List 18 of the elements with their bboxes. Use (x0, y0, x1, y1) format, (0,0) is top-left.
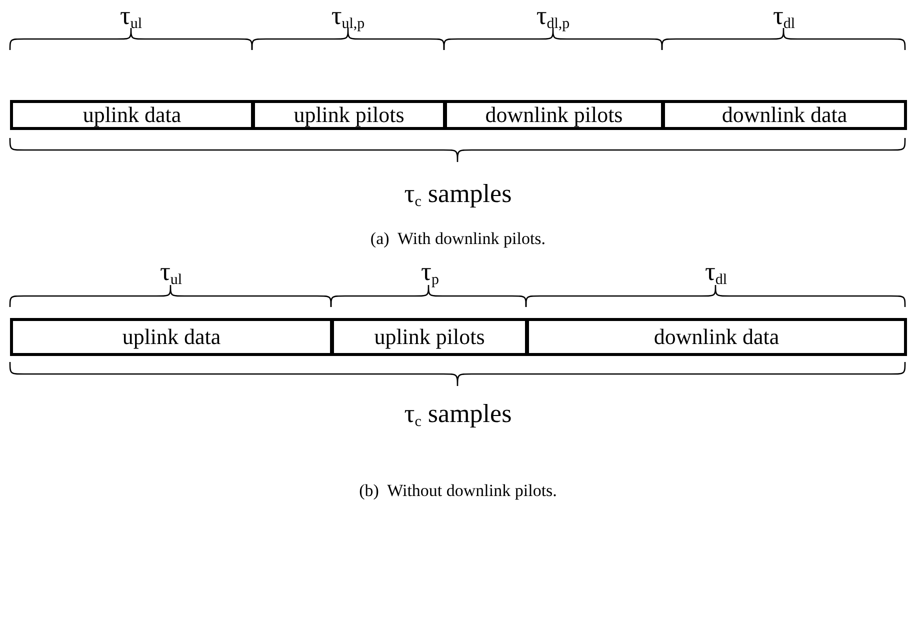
symbol-label: τ$_{ul}$ (120, 0, 142, 32)
subfigure-caption: (a) With downlink pilots. (370, 228, 546, 250)
frame-segment: uplink data (10, 100, 254, 130)
symbol-label: τ$_{c}$ samples (404, 178, 512, 210)
symbol-label: τ$_{dl}$ (704, 256, 728, 288)
symbol-label: τ$_{ul}$ (160, 256, 182, 288)
subfigure-caption: (b) Without downlink pilots. (359, 480, 557, 502)
frame-segment: uplink pilots (331, 318, 528, 356)
frame-segment: downlink data (662, 100, 907, 130)
frame-segment: uplink pilots (252, 100, 446, 130)
symbol-label: τ$_{p}$ (421, 256, 439, 288)
symbol-label: τ$_{dl,p}$ (536, 0, 570, 32)
symbol-label: τ$_{ul,p}$ (331, 0, 365, 32)
symbol-label: τ$_{c}$ samples (404, 398, 512, 430)
frame-segment: downlink data (526, 318, 907, 356)
frame-segment: downlink pilots (444, 100, 664, 130)
symbol-label: τ$_{dl}$ (772, 0, 796, 32)
frame-segment: uplink data (10, 318, 333, 356)
